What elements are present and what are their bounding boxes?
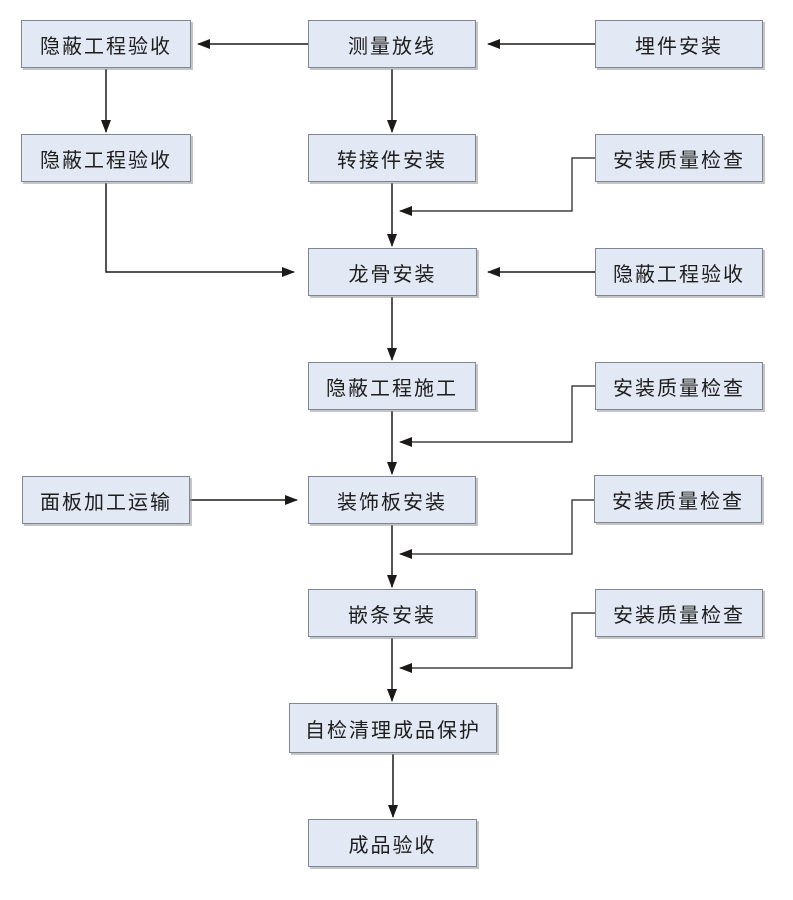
arrow-acceptance2-to-keel <box>105 183 295 277</box>
node-hidden-works-acceptance-1: 隐蔽工程验收 <box>21 20 191 68</box>
node-installation-quality-check-1: 安装质量检查 <box>595 134 763 182</box>
node-adapter-installation: 转接件安装 <box>308 134 476 182</box>
node-hidden-works-acceptance-3: 隐蔽工程验收 <box>595 248 763 296</box>
node-self-inspection-cleanup-product-protection: 自检清理成品保护 <box>289 703 497 753</box>
node-hidden-works-acceptance-2: 隐蔽工程验收 <box>21 134 191 182</box>
node-trim-strip-installation: 嵌条安装 <box>308 589 476 637</box>
node-survey-layout: 测量放线 <box>308 20 476 68</box>
connector-quality-check2-to-flow <box>399 385 595 447</box>
connector-quality-check3-to-flow <box>399 499 595 559</box>
node-embedded-parts-installation: 埋件安装 <box>595 20 763 68</box>
node-panel-processing-transport: 面板加工运输 <box>22 476 190 524</box>
connector-quality-check1-to-flow <box>399 157 595 216</box>
connector-quality-check4-to-flow <box>399 612 595 673</box>
node-keel-installation: 龙骨安装 <box>308 248 477 296</box>
node-installation-quality-check-2: 安装质量检查 <box>595 362 763 410</box>
node-finished-product-acceptance: 成品验收 <box>308 819 477 867</box>
node-installation-quality-check-3: 安装质量检查 <box>594 475 762 523</box>
node-decorative-panel-installation: 装饰板安装 <box>308 476 476 524</box>
node-hidden-works-construction: 隐蔽工程施工 <box>308 362 476 410</box>
node-installation-quality-check-4: 安装质量检查 <box>595 589 763 637</box>
